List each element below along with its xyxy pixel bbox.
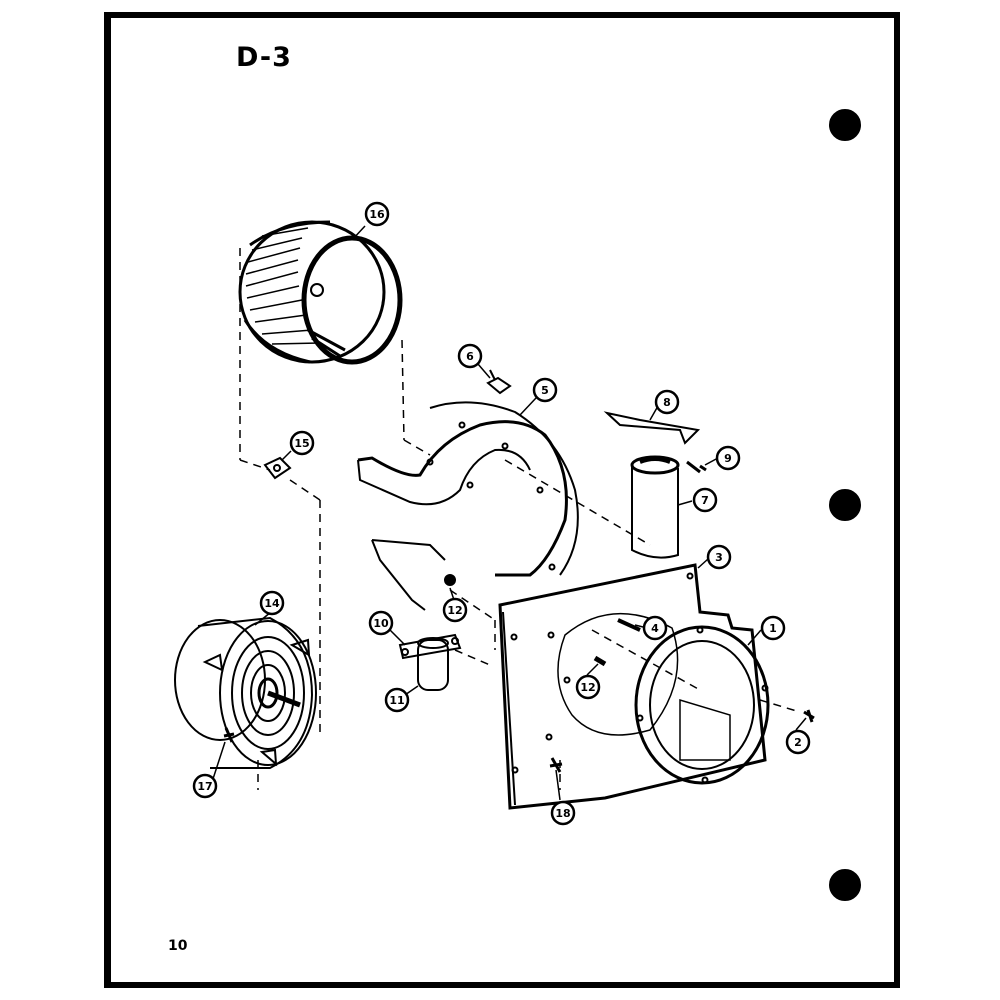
callout-label: 8 xyxy=(663,396,671,409)
callout-circle xyxy=(442,597,468,623)
callout-12: 12 xyxy=(442,597,468,623)
screw-part-17 xyxy=(223,727,235,743)
callout-label: 15 xyxy=(294,437,309,450)
callout-label: 16 xyxy=(369,208,385,221)
callout-4: 4 xyxy=(642,615,668,641)
callout-label: 1 xyxy=(769,622,777,635)
callout-18: 18 xyxy=(550,800,576,826)
page-title: D-3 xyxy=(236,42,292,73)
callout-circle xyxy=(654,389,680,415)
callout-circle xyxy=(289,430,315,456)
callout-circle xyxy=(760,615,786,641)
screw-part-4 xyxy=(617,618,641,632)
callout-label: 18 xyxy=(555,807,570,820)
callout-circle xyxy=(642,615,668,641)
callout-15: 15 xyxy=(289,430,315,456)
callout-circle xyxy=(692,487,718,513)
orifice-ring xyxy=(634,625,770,785)
callout-label: 2 xyxy=(794,736,802,749)
callout-label: 11 xyxy=(389,694,404,707)
callout-circle xyxy=(368,610,394,636)
callout-label: 17 xyxy=(197,780,212,793)
screw-part-9 xyxy=(686,460,707,474)
callout-3: 3 xyxy=(706,544,732,570)
blower-motor xyxy=(174,616,317,769)
callout-label: 14 xyxy=(264,597,280,610)
callout-label: 5 xyxy=(541,384,549,397)
callout-17: 17 xyxy=(192,773,218,799)
callout-2: 2 xyxy=(785,729,811,755)
callout-label: 4 xyxy=(651,622,659,635)
callout-label: 7 xyxy=(701,494,709,507)
callout-circle xyxy=(550,800,576,826)
run-capacitor xyxy=(630,455,680,559)
callout-label: 6 xyxy=(466,350,474,363)
page-number: 10 xyxy=(168,938,188,954)
blower-wheel xyxy=(238,220,403,365)
callout-circle xyxy=(384,687,410,713)
callout-5: 5 xyxy=(532,377,558,403)
screw-part-18 xyxy=(549,757,563,773)
binder-hole-bottom xyxy=(829,869,861,901)
start-capacitor xyxy=(398,633,462,691)
callout-7: 7 xyxy=(692,487,718,513)
capacitor-bracket xyxy=(603,411,701,445)
callout-9: 9 xyxy=(715,445,741,471)
callout-circle xyxy=(715,445,741,471)
callout-8: 8 xyxy=(654,389,680,415)
callout-10: 10 xyxy=(368,610,394,636)
screw-part-2 xyxy=(803,709,815,723)
mounting-clip xyxy=(263,456,292,480)
callout-label: 12 xyxy=(447,604,462,617)
screw-part-12b xyxy=(593,655,607,667)
callout-circle xyxy=(192,773,218,799)
callout-circle xyxy=(706,544,732,570)
clip-part xyxy=(486,369,512,395)
callout-circle xyxy=(364,201,390,227)
callout-circle xyxy=(575,674,601,700)
callout-label: 9 xyxy=(724,452,732,465)
callout-circle xyxy=(457,343,483,369)
binder-hole-top xyxy=(829,109,861,141)
callout-circle xyxy=(532,377,558,403)
callout-label: 3 xyxy=(715,551,723,564)
callout-label: 10 xyxy=(373,617,389,630)
mounting-panel xyxy=(498,563,767,810)
callout-circle xyxy=(259,590,285,616)
callout-12: 12 xyxy=(575,674,601,700)
callout-16: 16 xyxy=(364,201,390,227)
page-sheet xyxy=(111,18,894,982)
callout-label: 12 xyxy=(580,681,595,694)
blower-housing xyxy=(357,401,579,611)
callout-6: 6 xyxy=(457,343,483,369)
binder-hole-middle xyxy=(829,489,861,521)
callout-circle xyxy=(785,729,811,755)
callout-14: 14 xyxy=(259,590,285,616)
callout-1: 1 xyxy=(760,615,786,641)
callout-11: 11 xyxy=(384,687,410,713)
callout-layer: 16 6 5 8 9 7 15 3 12 4 1 14 10 11 12 2 17 18 xyxy=(192,201,811,826)
screw-part-12a xyxy=(444,574,456,586)
